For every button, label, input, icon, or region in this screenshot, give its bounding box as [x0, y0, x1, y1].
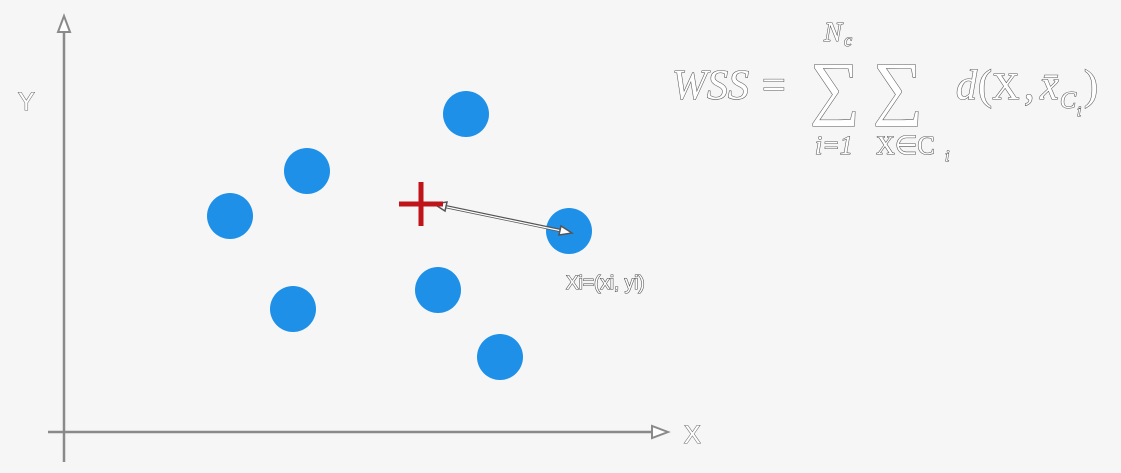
cluster-point	[443, 91, 489, 137]
sum1-symbol: ∑	[810, 50, 860, 127]
formula-equals: =	[762, 63, 786, 109]
cluster-points	[207, 91, 592, 380]
cluster-point	[207, 193, 253, 239]
distance-arrowhead-point	[558, 224, 575, 236]
formula-lhs: WSS	[672, 63, 749, 109]
x-axis: X	[48, 420, 702, 450]
term-x: X	[992, 66, 1019, 108]
cluster-point	[477, 334, 523, 380]
term-open-paren: (	[978, 63, 992, 109]
term-comma: ,	[1024, 63, 1035, 109]
x-axis-label: X	[684, 421, 701, 449]
sum1-upper-limit: N	[823, 17, 844, 47]
term-xbar: x̄	[1039, 63, 1059, 109]
point-xi-label: Xi=(xi, yi)	[566, 273, 645, 294]
x-axis-arrowhead	[651, 424, 671, 440]
cluster-point	[415, 267, 461, 313]
sum2-lower-limit-sub: i	[945, 148, 949, 165]
sum1-upper-limit-sub: c	[844, 30, 852, 50]
y-axis-label: Y	[18, 88, 35, 116]
wss-formula: WSS = N c ∑ i=1 ∑ X∈C i d ( X , x̄ C i )	[671, 16, 1098, 165]
sum1-lower-limit: i=1	[815, 131, 853, 160]
sum2-lower-limit: X∈C	[876, 131, 935, 160]
term-xbar-sub: C	[1060, 88, 1077, 114]
term-close-paren: )	[1084, 63, 1098, 109]
term-xbar-sub-sub: i	[1077, 104, 1081, 120]
y-axis: Y	[17, 13, 72, 462]
sum2-symbol: ∑	[873, 50, 923, 127]
y-axis-arrowhead	[56, 13, 72, 33]
term-fn: d	[956, 63, 978, 109]
centroid-marker	[399, 182, 443, 226]
cluster-point	[284, 148, 330, 194]
cluster-point	[270, 286, 316, 332]
